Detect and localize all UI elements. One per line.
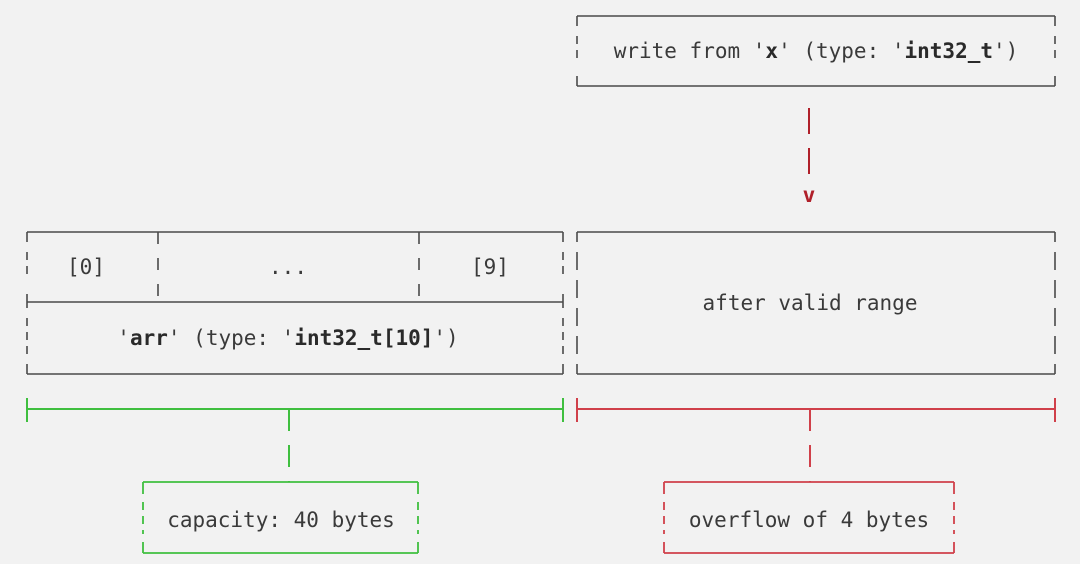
capacity-box: capacity: 40 bytes — [142, 481, 419, 554]
after-range-label: after valid range — [703, 291, 918, 315]
after-range-box: after valid range — [576, 231, 1056, 375]
overflow-label: overflow of 4 bytes — [689, 508, 929, 532]
overflow-box: overflow of 4 bytes — [663, 481, 955, 554]
array-cell-first: [0] — [67, 255, 105, 279]
write-arrow: v — [803, 108, 816, 207]
array-cell-ellipsis: ... — [269, 255, 307, 279]
capacity-bracket — [26, 398, 564, 482]
write-source-box: write from 'x' (type: 'int32_t') — [576, 15, 1056, 87]
array-cell-last: [9] — [471, 255, 509, 279]
overflow-bracket — [576, 398, 1056, 482]
array-box: [0] ... [9] 'arr' (type: 'int32_t[10]') — [26, 231, 564, 375]
capacity-label: capacity: 40 bytes — [167, 508, 395, 532]
arrow-head: v — [803, 183, 816, 207]
write-source-label: write from 'x' (type: 'int32_t') — [614, 39, 1019, 63]
array-label: 'arr' (type: 'int32_t[10]') — [117, 326, 458, 350]
